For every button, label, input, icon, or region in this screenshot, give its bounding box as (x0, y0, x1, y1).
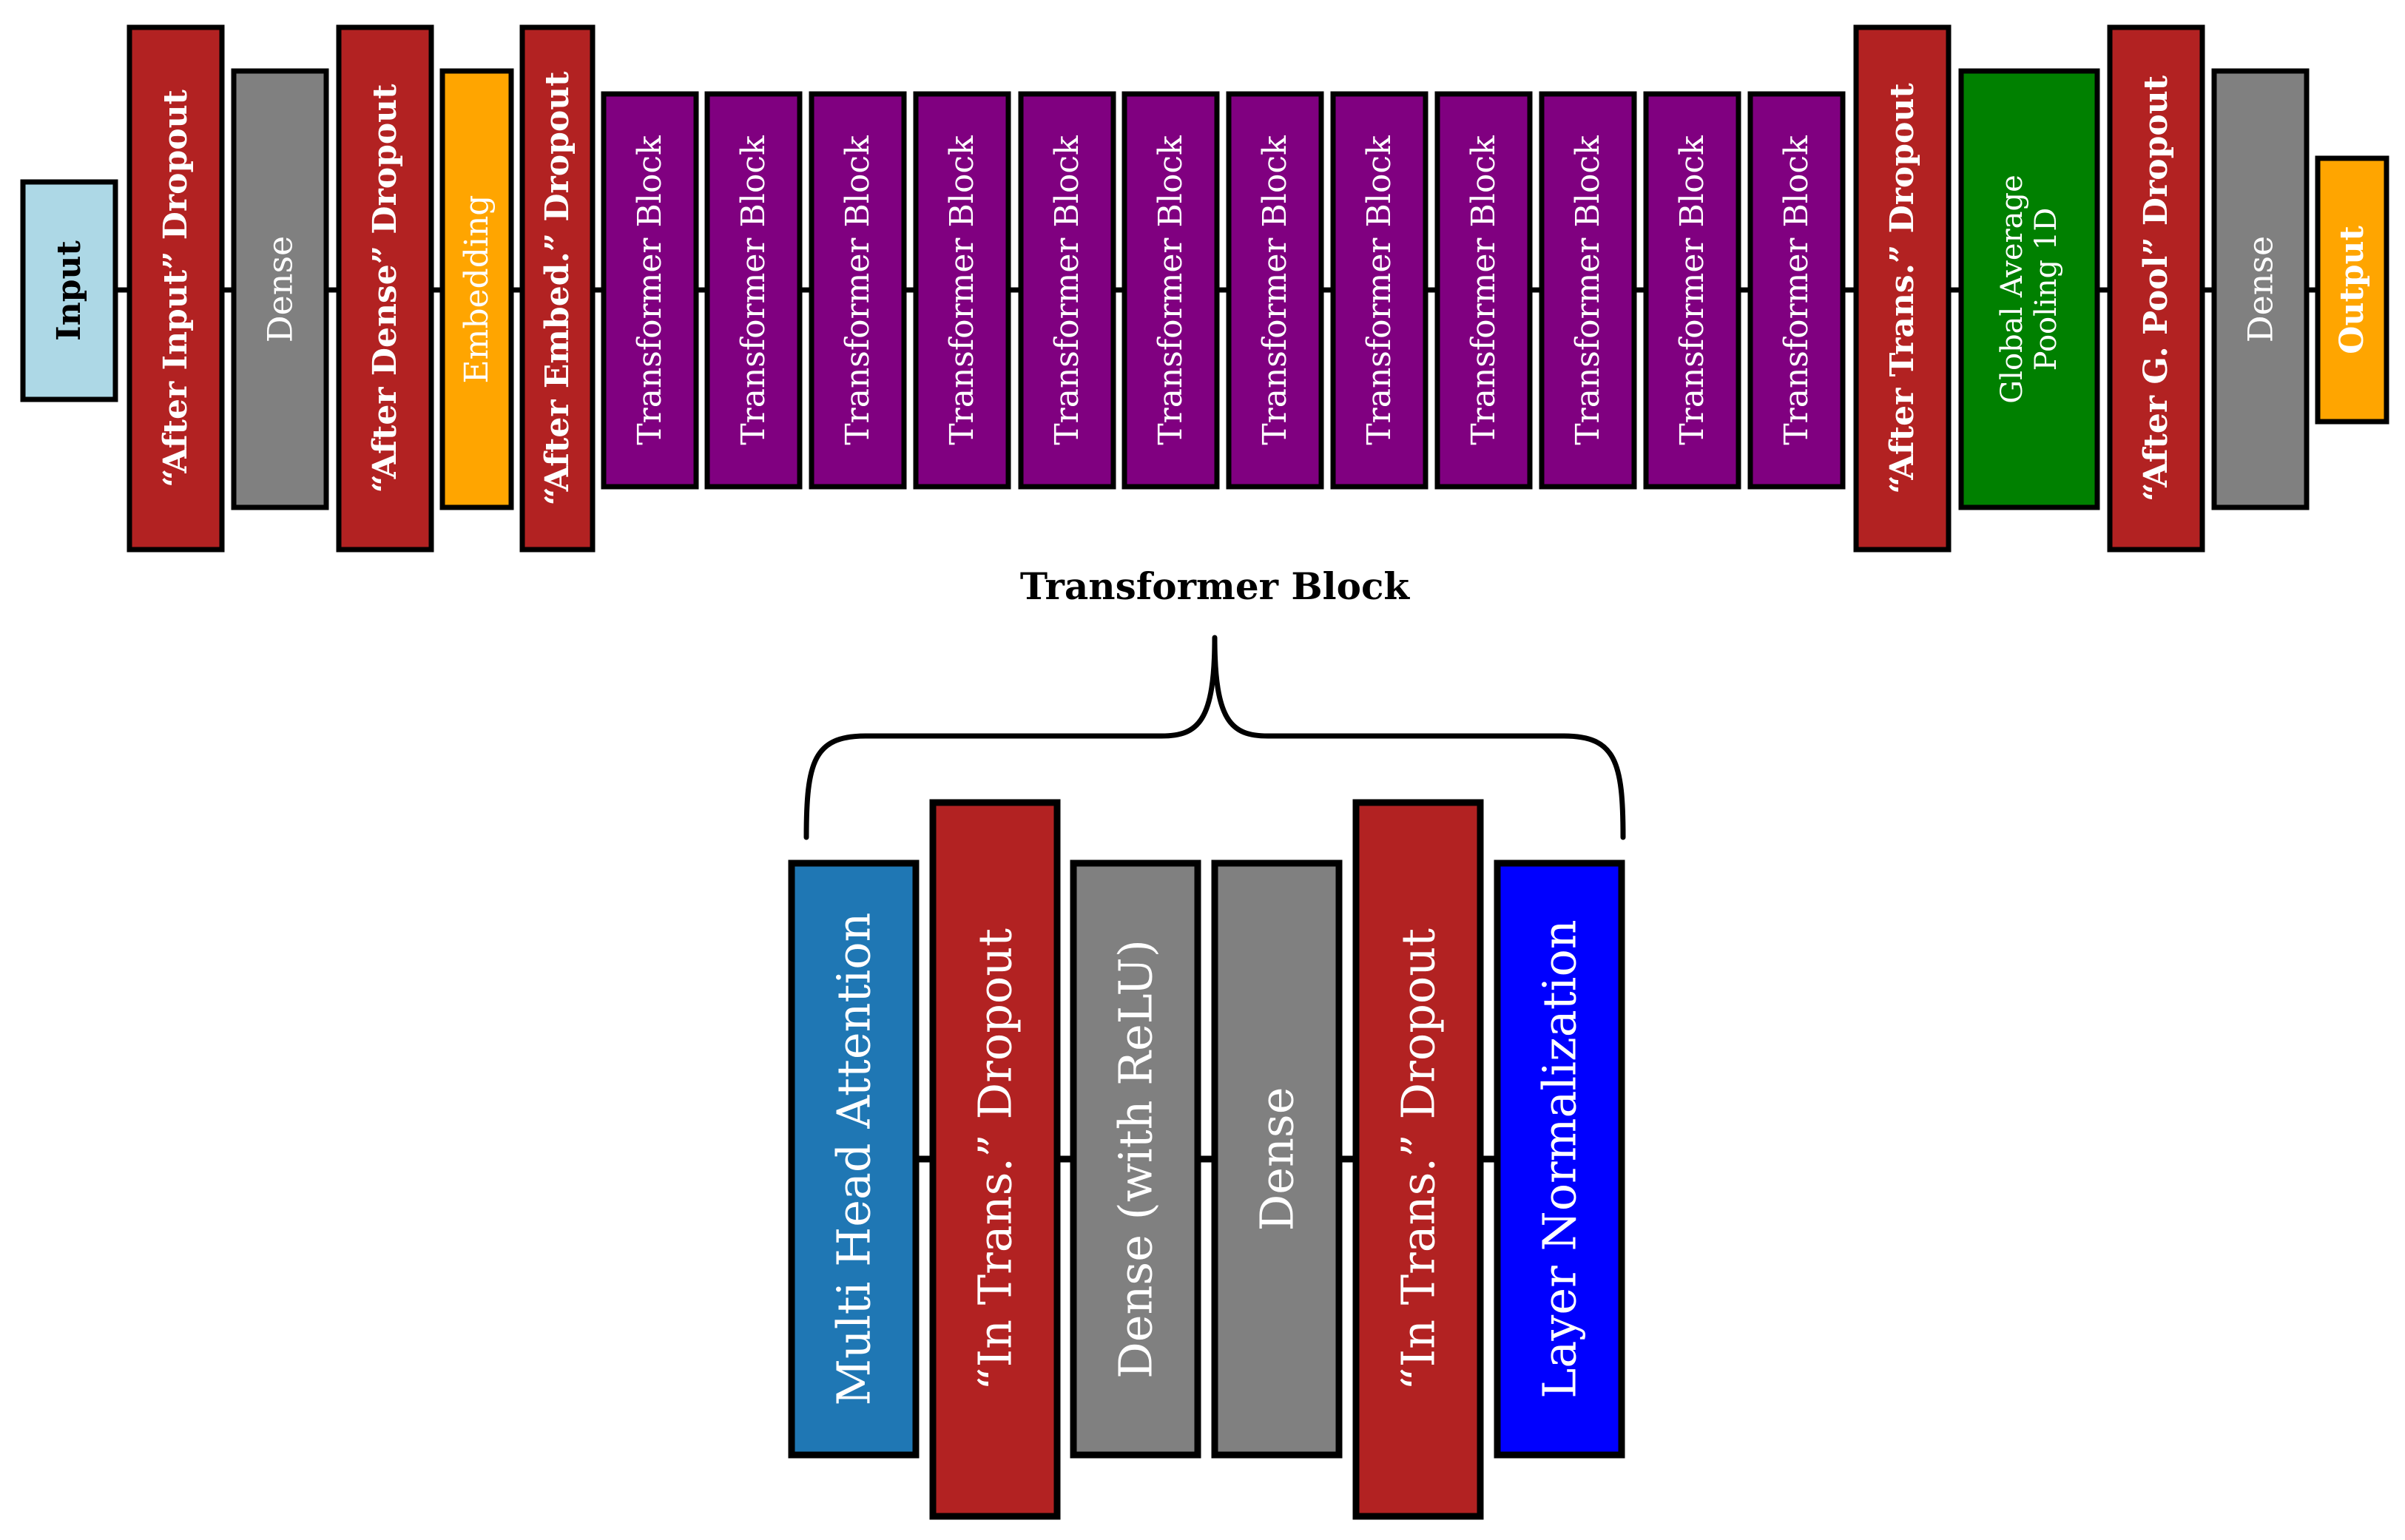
top-layer-label: Transformer Block (839, 135, 877, 445)
top-layer-label: Transformer Block (1778, 135, 1815, 445)
top-layer-rect (809, 91, 907, 490)
top-layer-box: Transformer Block (913, 91, 1011, 490)
top-layer-rect (1226, 91, 1324, 490)
detail-layer-label: Layer Normalization (1533, 919, 1587, 1398)
top-layer-rect (2315, 155, 2389, 425)
top-layer-box: “After G. Pool” Dropout (2107, 24, 2205, 553)
top-layer-label: Transformer Block (735, 135, 772, 445)
detail-layer-label: Dense (with ReLU) (1109, 939, 1163, 1379)
top-layer-rect (1958, 68, 2100, 510)
top-layer-box: Transformer Block (1226, 91, 1324, 490)
top-layer-label: Transformer Block (943, 135, 981, 445)
top-layer-box: Transformer Block (1018, 91, 1116, 490)
top-layer-label: Input (50, 240, 88, 341)
detail-layer-label: Multi Head Attention (827, 913, 881, 1406)
detail-layer-box: Dense (1211, 860, 1343, 1459)
top-layer-label: Transformer Block (1569, 135, 1607, 445)
top-layer-label: Dense (260, 236, 300, 343)
detail-layer-rect (1070, 860, 1201, 1459)
top-layer-box: Dense (231, 68, 329, 510)
detail-layer-label: Dense (1250, 1087, 1304, 1232)
detail-layer-box: “In Trans.” Dropout (1352, 799, 1484, 1520)
top-layer-box: “After Input” Dropout (127, 24, 225, 553)
detail-title: Transformer Block (1020, 564, 1411, 608)
top-layer-label: Output (2333, 225, 2371, 354)
top-layer-rect (519, 24, 596, 553)
top-layer-rect (439, 68, 514, 510)
detail-layer-label: “In Trans.” Dropout (968, 928, 1022, 1391)
top-layer-label: Transformer Block (1256, 135, 1294, 445)
detail-layer-rect (1211, 860, 1343, 1459)
top-row-pipeline: Input “After Input” Dropout Dense “After De… (20, 24, 2389, 553)
detail-layer-rect (929, 799, 1061, 1520)
top-layer-label: Transformer Block (1465, 135, 1502, 445)
top-layer-box: Transformer Block (1539, 91, 1637, 490)
top-layer-rect (913, 91, 1011, 490)
top-layer-box: Transformer Block (1330, 91, 1429, 490)
detail-brace (803, 635, 1626, 840)
top-layer-box: Transformer Block (704, 91, 803, 490)
detail-layer-box: Multi Head Attention (788, 860, 920, 1459)
top-layer-box: Transformer Block (1643, 91, 1741, 490)
top-layer-label: Global AveragePooling 1D (1995, 175, 2063, 404)
top-layer-box: Transformer Block (1121, 91, 1220, 490)
top-layer-label-line: Pooling 1D (2029, 208, 2063, 371)
top-layer-rect (336, 24, 434, 553)
top-layer-label: Transformer Block (631, 135, 669, 445)
top-layer-box: “After Embed.” Dropout (519, 24, 596, 553)
detail-layer-box: Dense (with ReLU) (1070, 860, 1201, 1459)
detail-layer-label: “In Trans.” Dropout (1392, 928, 1446, 1391)
top-layer-box: “After Dense” Dropout (336, 24, 434, 553)
top-layer-rect (127, 24, 225, 553)
top-layer-label: Transformer Block (1360, 135, 1398, 445)
top-layer-label-line: Global Average (1995, 175, 2029, 404)
top-layer-box: Transformer Block (809, 91, 907, 490)
top-layer-label: “After Trans.” Dropout (1883, 83, 1921, 494)
top-layer-rect (1747, 91, 1846, 490)
top-layer-label: Embedding (458, 195, 496, 384)
top-layer-rect (1330, 91, 1429, 490)
top-layer-label: “After Embed.” Dropout (539, 71, 576, 506)
top-layer-box: Transformer Block (1747, 91, 1846, 490)
top-layer-rect (601, 91, 699, 490)
top-layer-rect (2107, 24, 2205, 553)
top-layer-label: Transformer Block (1673, 135, 1711, 445)
top-layer-label: Dense (2241, 236, 2281, 343)
top-layer-label: Transformer Block (1152, 135, 1190, 445)
top-layer-rect (1643, 91, 1741, 490)
detail-layer-rect (1494, 860, 1625, 1459)
detail-layer-rect (1352, 799, 1484, 1520)
top-layer-label: “After Dense” Dropout (366, 84, 404, 493)
top-layer-box: Input (20, 179, 118, 402)
detail-layer-box: “In Trans.” Dropout (929, 799, 1061, 1520)
top-layer-label: Transformer Block (1048, 135, 1086, 445)
detail-layer-rect (788, 860, 920, 1459)
top-layer-label: “After Input” Dropout (157, 89, 195, 487)
top-layer-box: Output (2315, 155, 2389, 425)
top-layer-rect (1853, 24, 1952, 553)
detail-row: Multi Head Attention “In Trans.” Dropout D… (788, 799, 1625, 1520)
top-layer-box: Transformer Block (601, 91, 699, 490)
top-layer-rect (1121, 91, 1220, 490)
top-layer-box: Transformer Block (1434, 91, 1533, 490)
top-layer-rect (704, 91, 803, 490)
top-layer-rect (1434, 91, 1533, 490)
top-layer-rect (2211, 68, 2310, 510)
top-layer-box: Global AveragePooling 1D (1958, 68, 2100, 510)
detail-layer-box: Layer Normalization (1494, 860, 1625, 1459)
top-layer-rect (1018, 91, 1116, 490)
top-layer-box: Embedding (439, 68, 514, 510)
top-layer-rect (231, 68, 329, 510)
top-layer-rect (1539, 91, 1637, 490)
top-layer-box: “After Trans.” Dropout (1853, 24, 1952, 553)
top-layer-rect (20, 179, 118, 402)
top-layer-box: Dense (2211, 68, 2310, 510)
top-layer-label: “After G. Pool” Dropout (2137, 75, 2175, 501)
transformer-block-detail: Transformer Block Multi Head Attention “I… (788, 564, 1626, 1520)
